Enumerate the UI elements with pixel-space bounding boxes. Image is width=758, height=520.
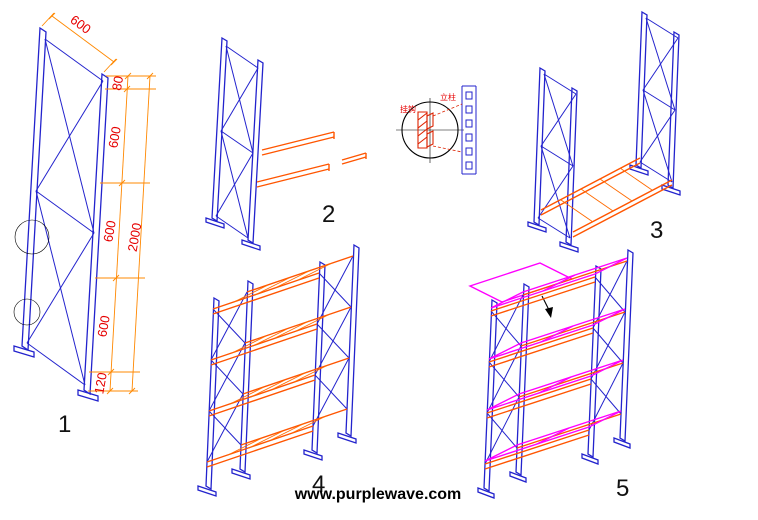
leader-line-upper bbox=[432, 103, 463, 117]
step3-far-braces bbox=[639, 17, 679, 183]
step3-far-right-foot bbox=[661, 184, 681, 196]
step2-left-foot bbox=[205, 217, 225, 229]
step4-back-right-post bbox=[345, 243, 360, 438]
step4-label: 4 bbox=[312, 471, 325, 498]
dim-seg-600c: 600 bbox=[94, 314, 113, 338]
hook-label: 挂钩 bbox=[400, 104, 416, 114]
step1-label: 1 bbox=[58, 411, 71, 438]
dim-seg-600b: 600 bbox=[100, 219, 119, 243]
step2-frame-with-beams: 2 bbox=[205, 36, 367, 251]
leader-line-lower bbox=[432, 145, 463, 153]
step2-label: 2 bbox=[322, 201, 335, 228]
step2-loose-beams bbox=[256, 131, 367, 188]
step3-far-left-post bbox=[635, 10, 648, 170]
step3-base-beams bbox=[540, 157, 673, 238]
step4-back-left-post bbox=[239, 279, 254, 474]
dimension-ticks bbox=[106, 72, 154, 395]
step2-braces bbox=[215, 45, 259, 239]
step4-front-left-post bbox=[205, 296, 220, 491]
step1-left-post bbox=[21, 26, 47, 352]
floating-shelf-panel bbox=[468, 262, 574, 303]
step4-shelf-level bbox=[210, 306, 352, 366]
step5-front-right-post bbox=[587, 264, 602, 459]
dim-seg-80: 80 bbox=[109, 75, 126, 92]
step3-near-braces bbox=[537, 73, 577, 239]
insert-arrowhead bbox=[545, 307, 553, 318]
dim-seg-120: 120 bbox=[91, 371, 110, 395]
step3-near-left-foot bbox=[527, 221, 547, 233]
step4-shelf-level bbox=[208, 357, 350, 417]
step1-upright-frame: 600 bbox=[13, 12, 156, 438]
step3-far-right-post bbox=[667, 30, 680, 190]
step5-foot bbox=[477, 487, 495, 499]
step4-foot bbox=[231, 468, 251, 480]
dim-top-width: 600 bbox=[67, 12, 93, 37]
step4-rack-beams: 4 bbox=[197, 243, 360, 498]
step4-side-braces bbox=[206, 255, 354, 463]
step4-front-right-post bbox=[311, 260, 326, 455]
step3-deck-hatch bbox=[560, 167, 653, 223]
step1-detail-circle-lower bbox=[13, 298, 41, 326]
hook-bracket bbox=[417, 111, 434, 149]
watermark-text: www.purplewave.com bbox=[294, 486, 462, 503]
step5-back-left-post bbox=[515, 282, 530, 477]
post-strip bbox=[461, 85, 477, 175]
post-label: 立柱 bbox=[440, 92, 456, 102]
step3-near-right-foot bbox=[559, 241, 579, 253]
detail-callout: 挂钩 立柱 bbox=[396, 85, 477, 175]
step5-foot bbox=[581, 453, 599, 465]
step3-label: 3 bbox=[650, 217, 663, 244]
step2-right-foot bbox=[241, 239, 261, 251]
step1-left-foot bbox=[13, 345, 35, 358]
step4-shelf-level bbox=[206, 408, 348, 468]
step4-foot bbox=[303, 449, 323, 461]
step4-foot bbox=[197, 485, 217, 497]
step1-top-dimension: 600 bbox=[41, 12, 118, 73]
step5-finished-rack: 5 bbox=[468, 248, 634, 502]
step5-label: 5 bbox=[616, 475, 629, 502]
step4-shelf-level bbox=[212, 255, 354, 315]
step1-braces bbox=[26, 38, 104, 386]
step5-foot bbox=[613, 437, 631, 449]
step5-back-right-post bbox=[619, 248, 634, 443]
dim-seg-600a: 600 bbox=[105, 125, 124, 149]
step5-foot bbox=[509, 471, 527, 483]
dim-overall-2000: 2000 bbox=[125, 222, 145, 253]
step4-foot bbox=[337, 432, 357, 444]
step5-side-braces bbox=[484, 260, 628, 465]
step1-height-dimensions: 80 600 600 600 120 2000 bbox=[88, 72, 156, 395]
step5-shelf-panels bbox=[484, 257, 628, 462]
step1-detail-circle-upper bbox=[14, 219, 50, 255]
step3-near-right-post bbox=[565, 86, 578, 247]
step3-near-left-post bbox=[533, 66, 546, 227]
step2-left-post bbox=[211, 36, 228, 223]
step5-front-left-post bbox=[483, 298, 498, 493]
step1-right-foot bbox=[77, 389, 99, 402]
step3-two-frames: 3 bbox=[527, 10, 681, 253]
